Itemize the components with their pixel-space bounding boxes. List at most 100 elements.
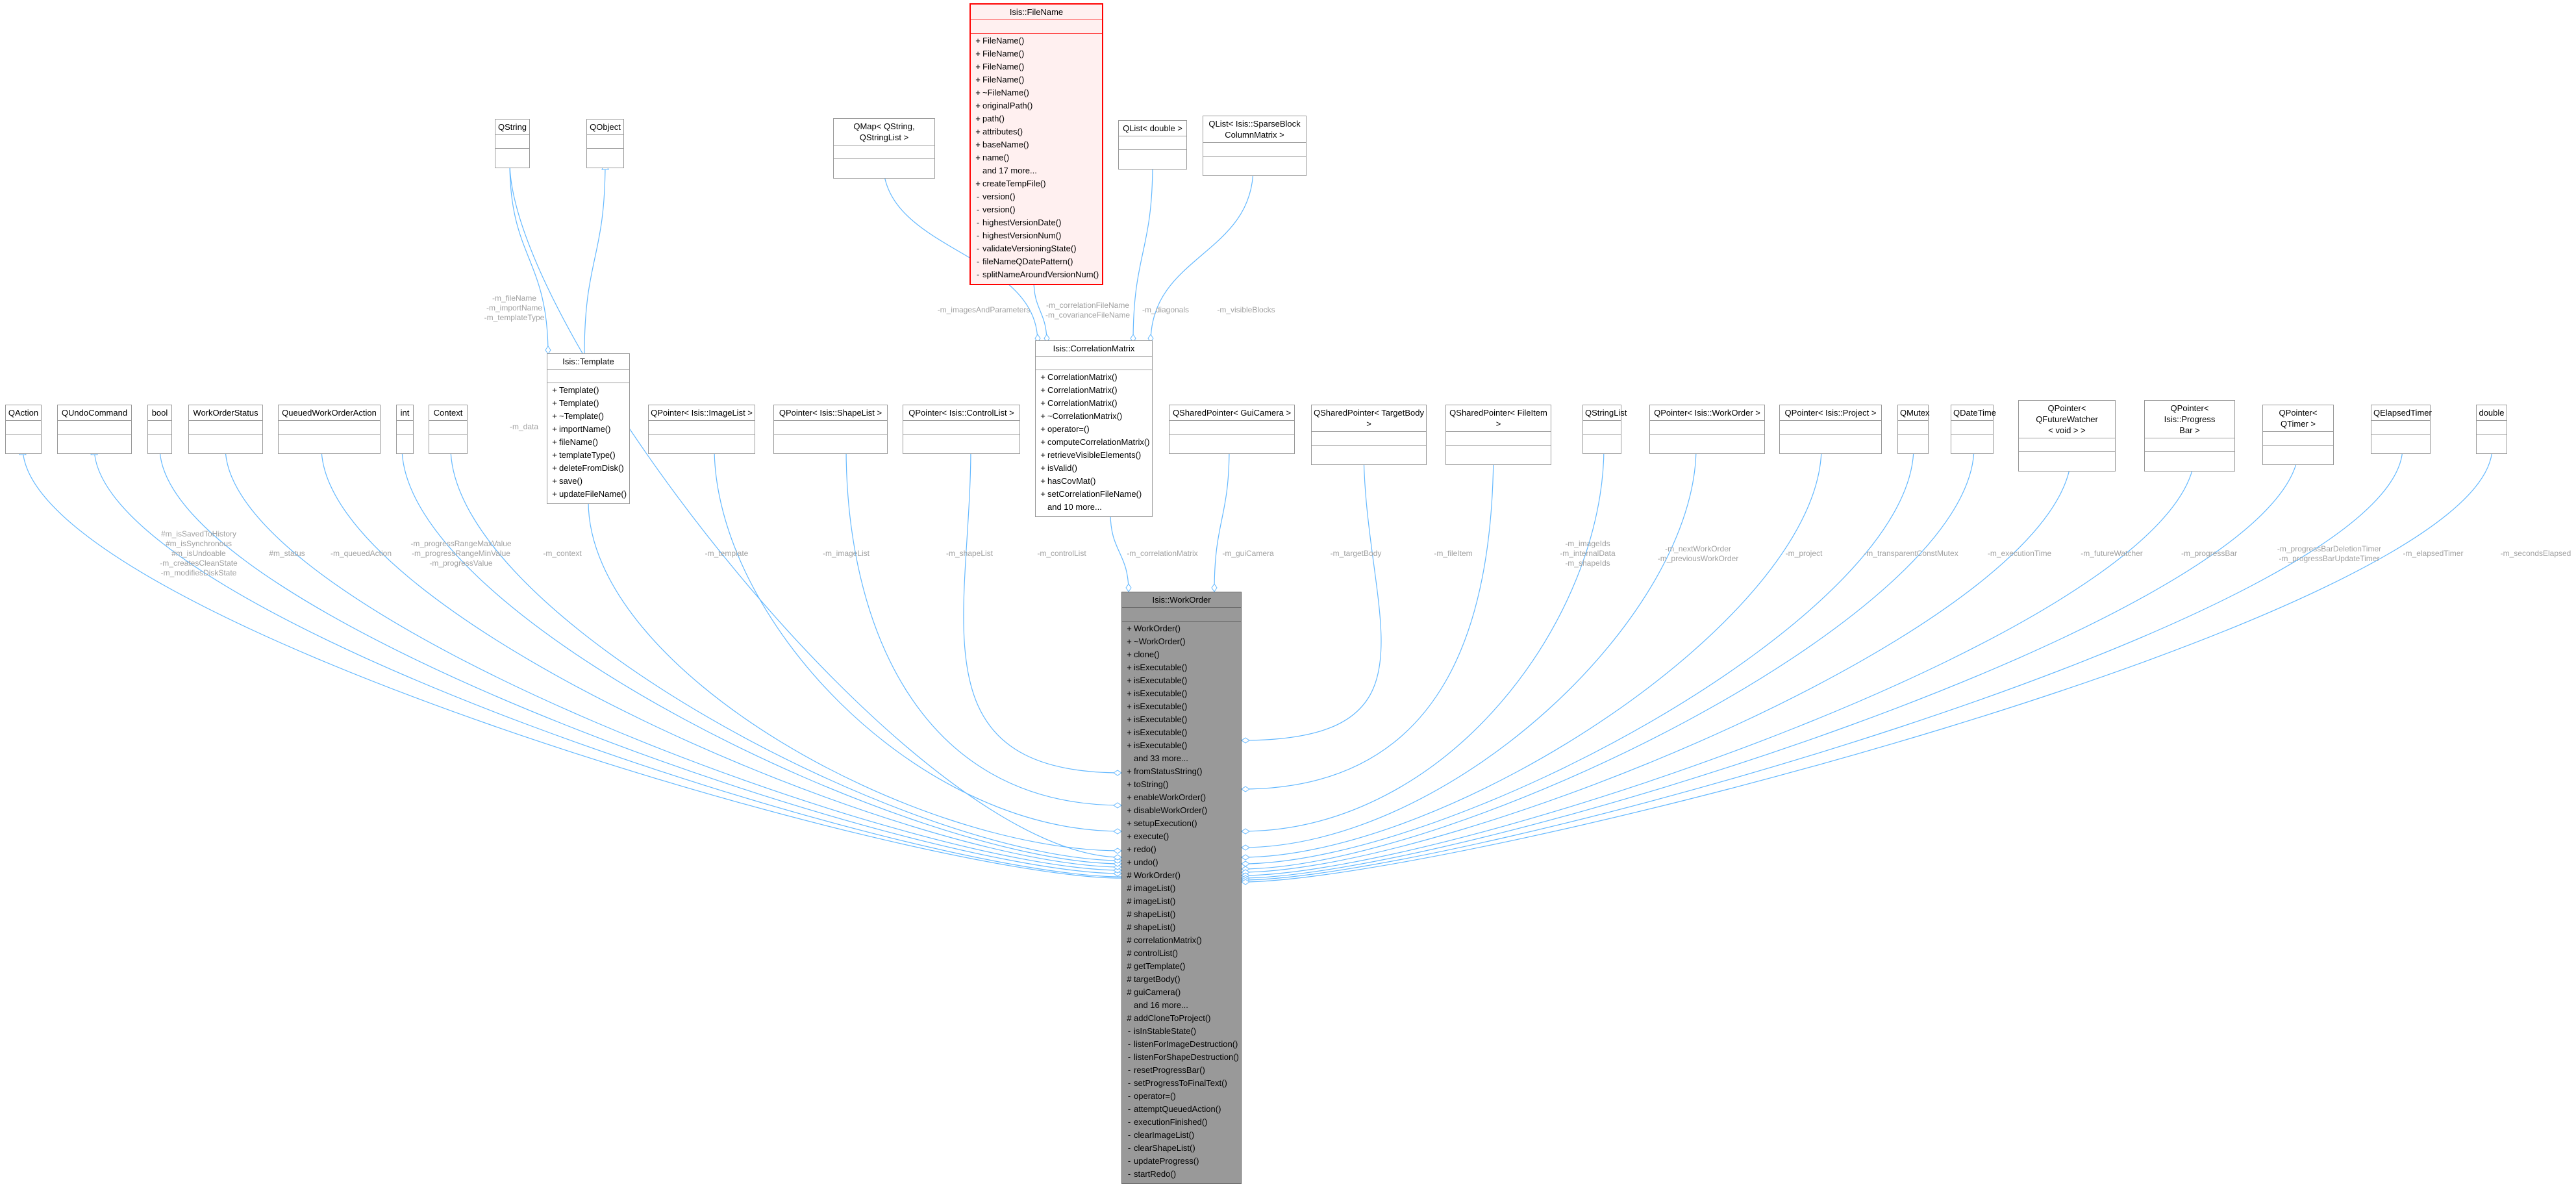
class-box-targetbody[interactable]: QSharedPointer< TargetBody >: [1311, 405, 1427, 465]
visibility-sign: -: [976, 231, 980, 240]
class-name: QDateTime: [1951, 405, 1996, 421]
class-box-filename[interactable]: Isis::FileName+FileName()+FileName()+Fil…: [969, 3, 1103, 285]
member-row: +isExecutable(): [1122, 700, 1241, 713]
member-name: setCorrelationFileName(): [1047, 489, 1142, 499]
workorderstatus-association-edge: [225, 447, 1122, 874]
edge-label-elapsedtimer: -m_elapsedTimer: [2403, 549, 2464, 559]
class-box-imagelist[interactable]: QPointer< Isis::ImageList >: [648, 405, 755, 454]
member-name: enableWorkOrder(): [1134, 792, 1207, 802]
member-name: updateFileName(): [559, 489, 627, 499]
edge-label-line: -m_fileName: [492, 294, 536, 303]
methods-section: [148, 435, 171, 453]
class-name: QPointer< Isis::ImageList >: [649, 405, 755, 421]
visibility-sign: -: [976, 270, 980, 279]
member-name: name(): [982, 153, 1010, 162]
member-name: undo(): [1134, 857, 1158, 867]
class-box-workorder[interactable]: Isis::WorkOrder+WorkOrder()+~WorkOrder()…: [1121, 592, 1242, 1184]
qdatetime-association-edge: [1241, 447, 1975, 872]
class-box-queuedworkorderaction[interactable]: QueuedWorkOrderAction: [278, 405, 381, 454]
visibility-sign: +: [1040, 398, 1045, 408]
member-row: +computeCorrelationMatrix(): [1036, 436, 1152, 449]
class-box-qmap[interactable]: QMap< QString, QStringList >: [833, 118, 935, 179]
class-box-guicamera[interactable]: QSharedPointer< GuiCamera >: [1169, 405, 1295, 454]
qmap-correlation-association-edge: [882, 162, 1041, 343]
edge-label-line: -m_queuedAction: [330, 549, 392, 558]
member-name: setupExecution(): [1134, 818, 1197, 828]
edge-label-flags: #m_isSavedToHistory#m_isSynchronous#m_is…: [160, 529, 237, 578]
class-box-qdatetime[interactable]: QDateTime: [1951, 405, 1996, 454]
class-name: QList< Isis::SparseBlock ColumnMatrix >: [1203, 116, 1306, 143]
class-name: Isis::WorkOrder: [1122, 592, 1241, 608]
class-box-qmutex[interactable]: QMutex: [1897, 405, 1930, 454]
class-box-qpworkorder[interactable]: QPointer< Isis::WorkOrder >: [1649, 405, 1765, 454]
member-row: -version(): [971, 203, 1102, 216]
class-box-qundocommand[interactable]: QUndoCommand: [57, 405, 132, 454]
member-row: and 10 more...: [1036, 501, 1152, 514]
class-box-qaction[interactable]: QAction: [5, 405, 42, 454]
visibility-sign: -: [976, 218, 980, 227]
class-box-futurewatcher[interactable]: QPointer< QFutureWatcher < void > >: [2018, 400, 2116, 472]
class-box-qlistdouble[interactable]: QList< double >: [1118, 120, 1187, 170]
visibility-sign: #: [1127, 1013, 1132, 1023]
member-name: splitNameAroundVersionNum(): [982, 270, 1099, 279]
methods-section: [1898, 435, 1928, 453]
edge-label-progressbar: -m_progressBar: [2181, 549, 2237, 559]
class-box-project[interactable]: QPointer< Isis::Project >: [1779, 405, 1882, 454]
qstring-template-association-edge: [509, 162, 551, 355]
member-name: fromStatusString(): [1134, 766, 1203, 776]
edge-label-line: -m_templateType: [484, 313, 545, 322]
visibility-sign: #: [1127, 935, 1132, 945]
class-box-qtimer[interactable]: QPointer< QTimer >: [2262, 405, 2334, 465]
visibility-sign: -: [1127, 1156, 1131, 1166]
edge-label-line: -m_nextWorkOrder: [1665, 544, 1731, 553]
class-box-workorderstatus[interactable]: WorkOrderStatus: [188, 405, 263, 454]
member-name: toString(): [1134, 779, 1169, 789]
edge-label-line: -m_data: [509, 422, 539, 431]
attributes-section: [2371, 421, 2430, 435]
double-association-edge: [1241, 447, 2493, 885]
visibility-sign: +: [975, 179, 981, 188]
class-box-correlationmatrix[interactable]: Isis::CorrelationMatrix+CorrelationMatri…: [1035, 340, 1153, 517]
attributes-section: [1312, 432, 1426, 446]
member-row: +updateFileName(): [547, 488, 629, 501]
member-name: shapeList(): [1134, 909, 1176, 919]
member-row: -clearImageList(): [1122, 1129, 1241, 1142]
class-box-template[interactable]: Isis::Template+Template()+Template()+~Te…: [547, 353, 630, 504]
class-box-progressbar[interactable]: QPointer< Isis::Progress Bar >: [2144, 400, 2235, 472]
member-name: startRedo(): [1134, 1169, 1177, 1179]
class-box-qstringlist[interactable]: QStringList: [1582, 405, 1627, 454]
visibility-sign: -: [1127, 1078, 1131, 1088]
class-box-context[interactable]: Context: [429, 405, 468, 454]
visibility-sign: +: [1127, 779, 1132, 789]
class-box-qstring[interactable]: QString: [495, 119, 530, 168]
visibility-sign: +: [1127, 688, 1132, 698]
visibility-sign: +: [1040, 489, 1045, 499]
class-box-bool[interactable]: bool: [147, 405, 172, 454]
class-box-shapelist[interactable]: QPointer< Isis::ShapeList >: [773, 405, 888, 454]
member-row: #correlationMatrix(): [1122, 934, 1241, 947]
visibility-sign: +: [1040, 463, 1045, 473]
class-box-qobject[interactable]: QObject: [586, 119, 624, 168]
edge-label-correlationmatrix: -m_correlationMatrix: [1127, 549, 1197, 559]
member-name: isExecutable(): [1134, 688, 1188, 698]
class-box-qelapsedtimer[interactable]: QElapsedTimer: [2371, 405, 2432, 454]
class-box-controllist[interactable]: QPointer< Isis::ControlList >: [903, 405, 1020, 454]
methods-section: [279, 435, 380, 453]
class-box-int[interactable]: int: [396, 405, 414, 454]
class-box-fileitem[interactable]: QSharedPointer< FileItem >: [1445, 405, 1551, 465]
class-box-double[interactable]: double: [2476, 405, 2507, 454]
edge-label-line: -m_guiCamera: [1222, 549, 1274, 558]
member-row: +isValid(): [1036, 462, 1152, 475]
attributes-section: [971, 20, 1102, 34]
class-name: QPointer< Isis::WorkOrder >: [1650, 405, 1764, 421]
class-name: QElapsedTimer: [2371, 405, 2432, 421]
attributes-section: [1780, 421, 1881, 435]
edge-label-line: -m_template: [705, 549, 749, 558]
member-row: +save(): [547, 475, 629, 488]
methods-section: [903, 435, 1019, 453]
member-name: retrieveVisibleElements(): [1047, 450, 1142, 460]
edge-label-line: -m_progressBarUpdateTimer: [2279, 554, 2380, 563]
class-box-qlistsparse[interactable]: QList< Isis::SparseBlock ColumnMatrix >: [1203, 116, 1307, 176]
edge-label-line: -m_elapsedTimer: [2403, 549, 2464, 558]
member-row: -fileNameQDatePattern(): [971, 255, 1102, 268]
